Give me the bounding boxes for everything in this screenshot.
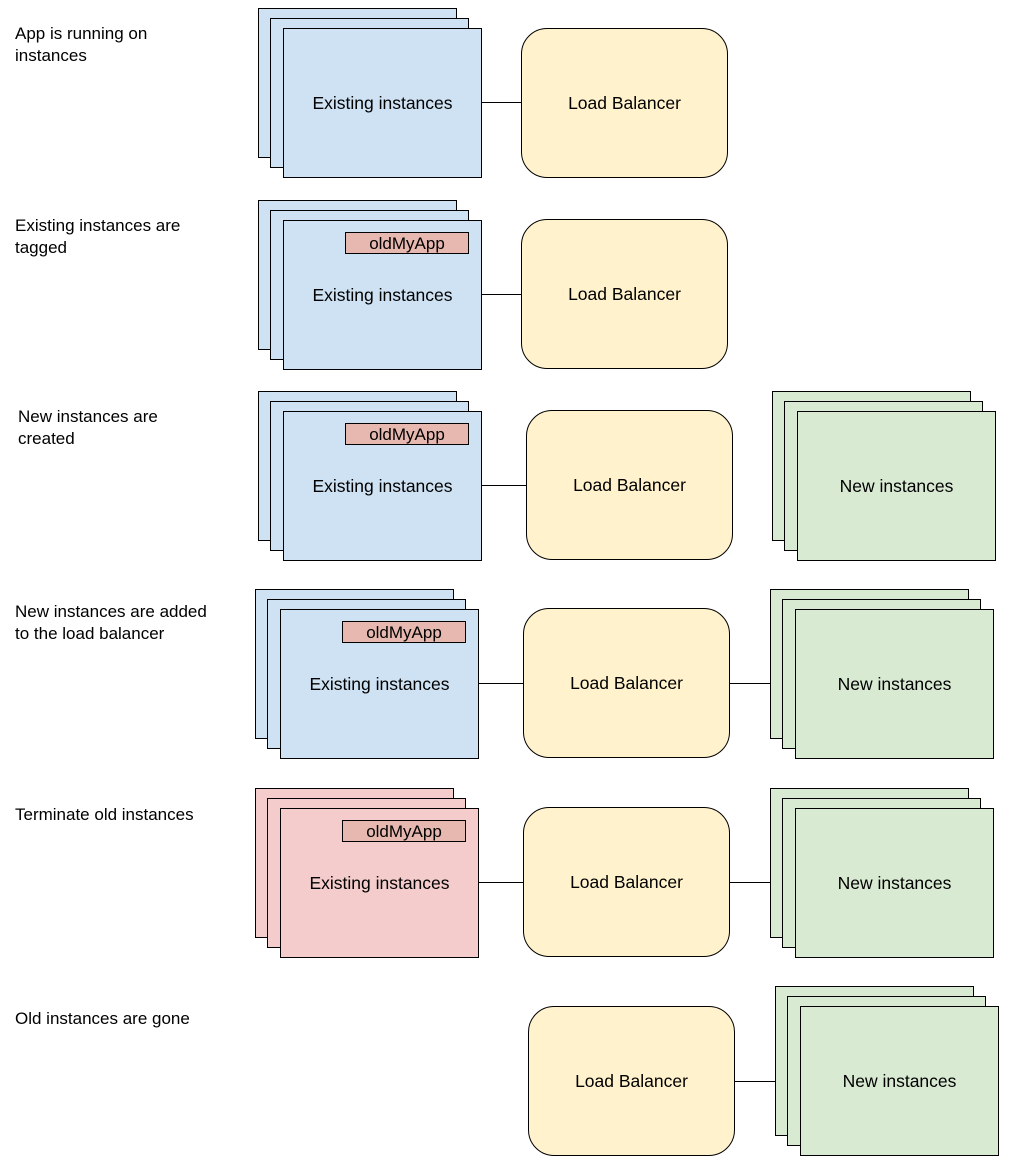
tag-badge: oldMyApp [345,232,469,254]
existing-instances-label: Existing instances [312,284,453,305]
tag-label: oldMyApp [369,424,445,444]
new-instances-stack: New instances [775,986,999,1156]
step-6-caption: Old instances are gone [15,1009,190,1028]
load-balancer-box: Load Balancer [526,410,733,560]
new-instances-label: New instances [837,872,952,893]
existing-instances-label: Existing instances [312,92,453,113]
existing-instances-box: Existing instances [283,28,482,178]
step-3-caption: New instances are created [18,407,158,448]
tag-badge: oldMyApp [342,820,466,842]
load-balancer-label: Load Balancer [575,1070,688,1091]
load-balancer-box: Load Balancer [528,1006,735,1156]
existing-instances-stack: Existing instances oldMyApp [258,200,482,370]
new-instances-box: New instances [795,808,994,958]
new-instances-box: New instances [795,609,994,759]
load-balancer-box: Load Balancer [523,807,730,957]
connector-line [730,683,771,684]
load-balancer-box: Load Balancer [521,219,728,369]
connector-line [730,882,771,883]
connector-line [482,294,522,295]
existing-instances-label: Existing instances [312,475,453,496]
load-balancer-label: Load Balancer [568,92,681,113]
terminating-instances-stack: Existing instances oldMyApp [255,788,479,958]
existing-instances-stack: Existing instances oldMyApp [255,589,479,759]
load-balancer-label: Load Balancer [570,672,683,693]
new-instances-label: New instances [842,1070,957,1091]
existing-instances-stack: Existing instances [258,8,482,178]
new-instances-stack: New instances [770,589,994,759]
tag-badge: oldMyApp [345,423,469,445]
new-instances-stack: New instances [770,788,994,958]
tag-label: oldMyApp [366,622,442,642]
load-balancer-label: Load Balancer [573,474,686,495]
new-instances-label: New instances [837,673,952,694]
load-balancer-label: Load Balancer [568,283,681,304]
new-instances-box: New instances [797,411,996,561]
connector-line [482,102,522,103]
new-instances-box: New instances [800,1006,999,1156]
new-instances-stack: New instances [772,391,996,561]
load-balancer-label: Load Balancer [570,871,683,892]
tag-label: oldMyApp [366,821,442,841]
step-2-caption: Existing instances are tagged [15,216,181,257]
connector-line [482,485,527,486]
step-1-caption: App is running on instances [15,24,148,65]
connector-line [479,882,524,883]
existing-instances-stack: Existing instances oldMyApp [258,391,482,561]
connector-line [735,1081,776,1082]
tag-badge: oldMyApp [342,621,466,643]
load-balancer-box: Load Balancer [521,28,728,178]
connector-line [479,683,524,684]
load-balancer-box: Load Balancer [523,608,730,758]
step-4-caption: New instances are added to the load bala… [15,602,207,643]
existing-instances-label: Existing instances [309,673,450,694]
tag-label: oldMyApp [369,233,445,253]
step-5-caption: Terminate old instances [15,805,194,824]
existing-instances-label: Existing instances [309,872,450,893]
new-instances-label: New instances [839,475,954,496]
